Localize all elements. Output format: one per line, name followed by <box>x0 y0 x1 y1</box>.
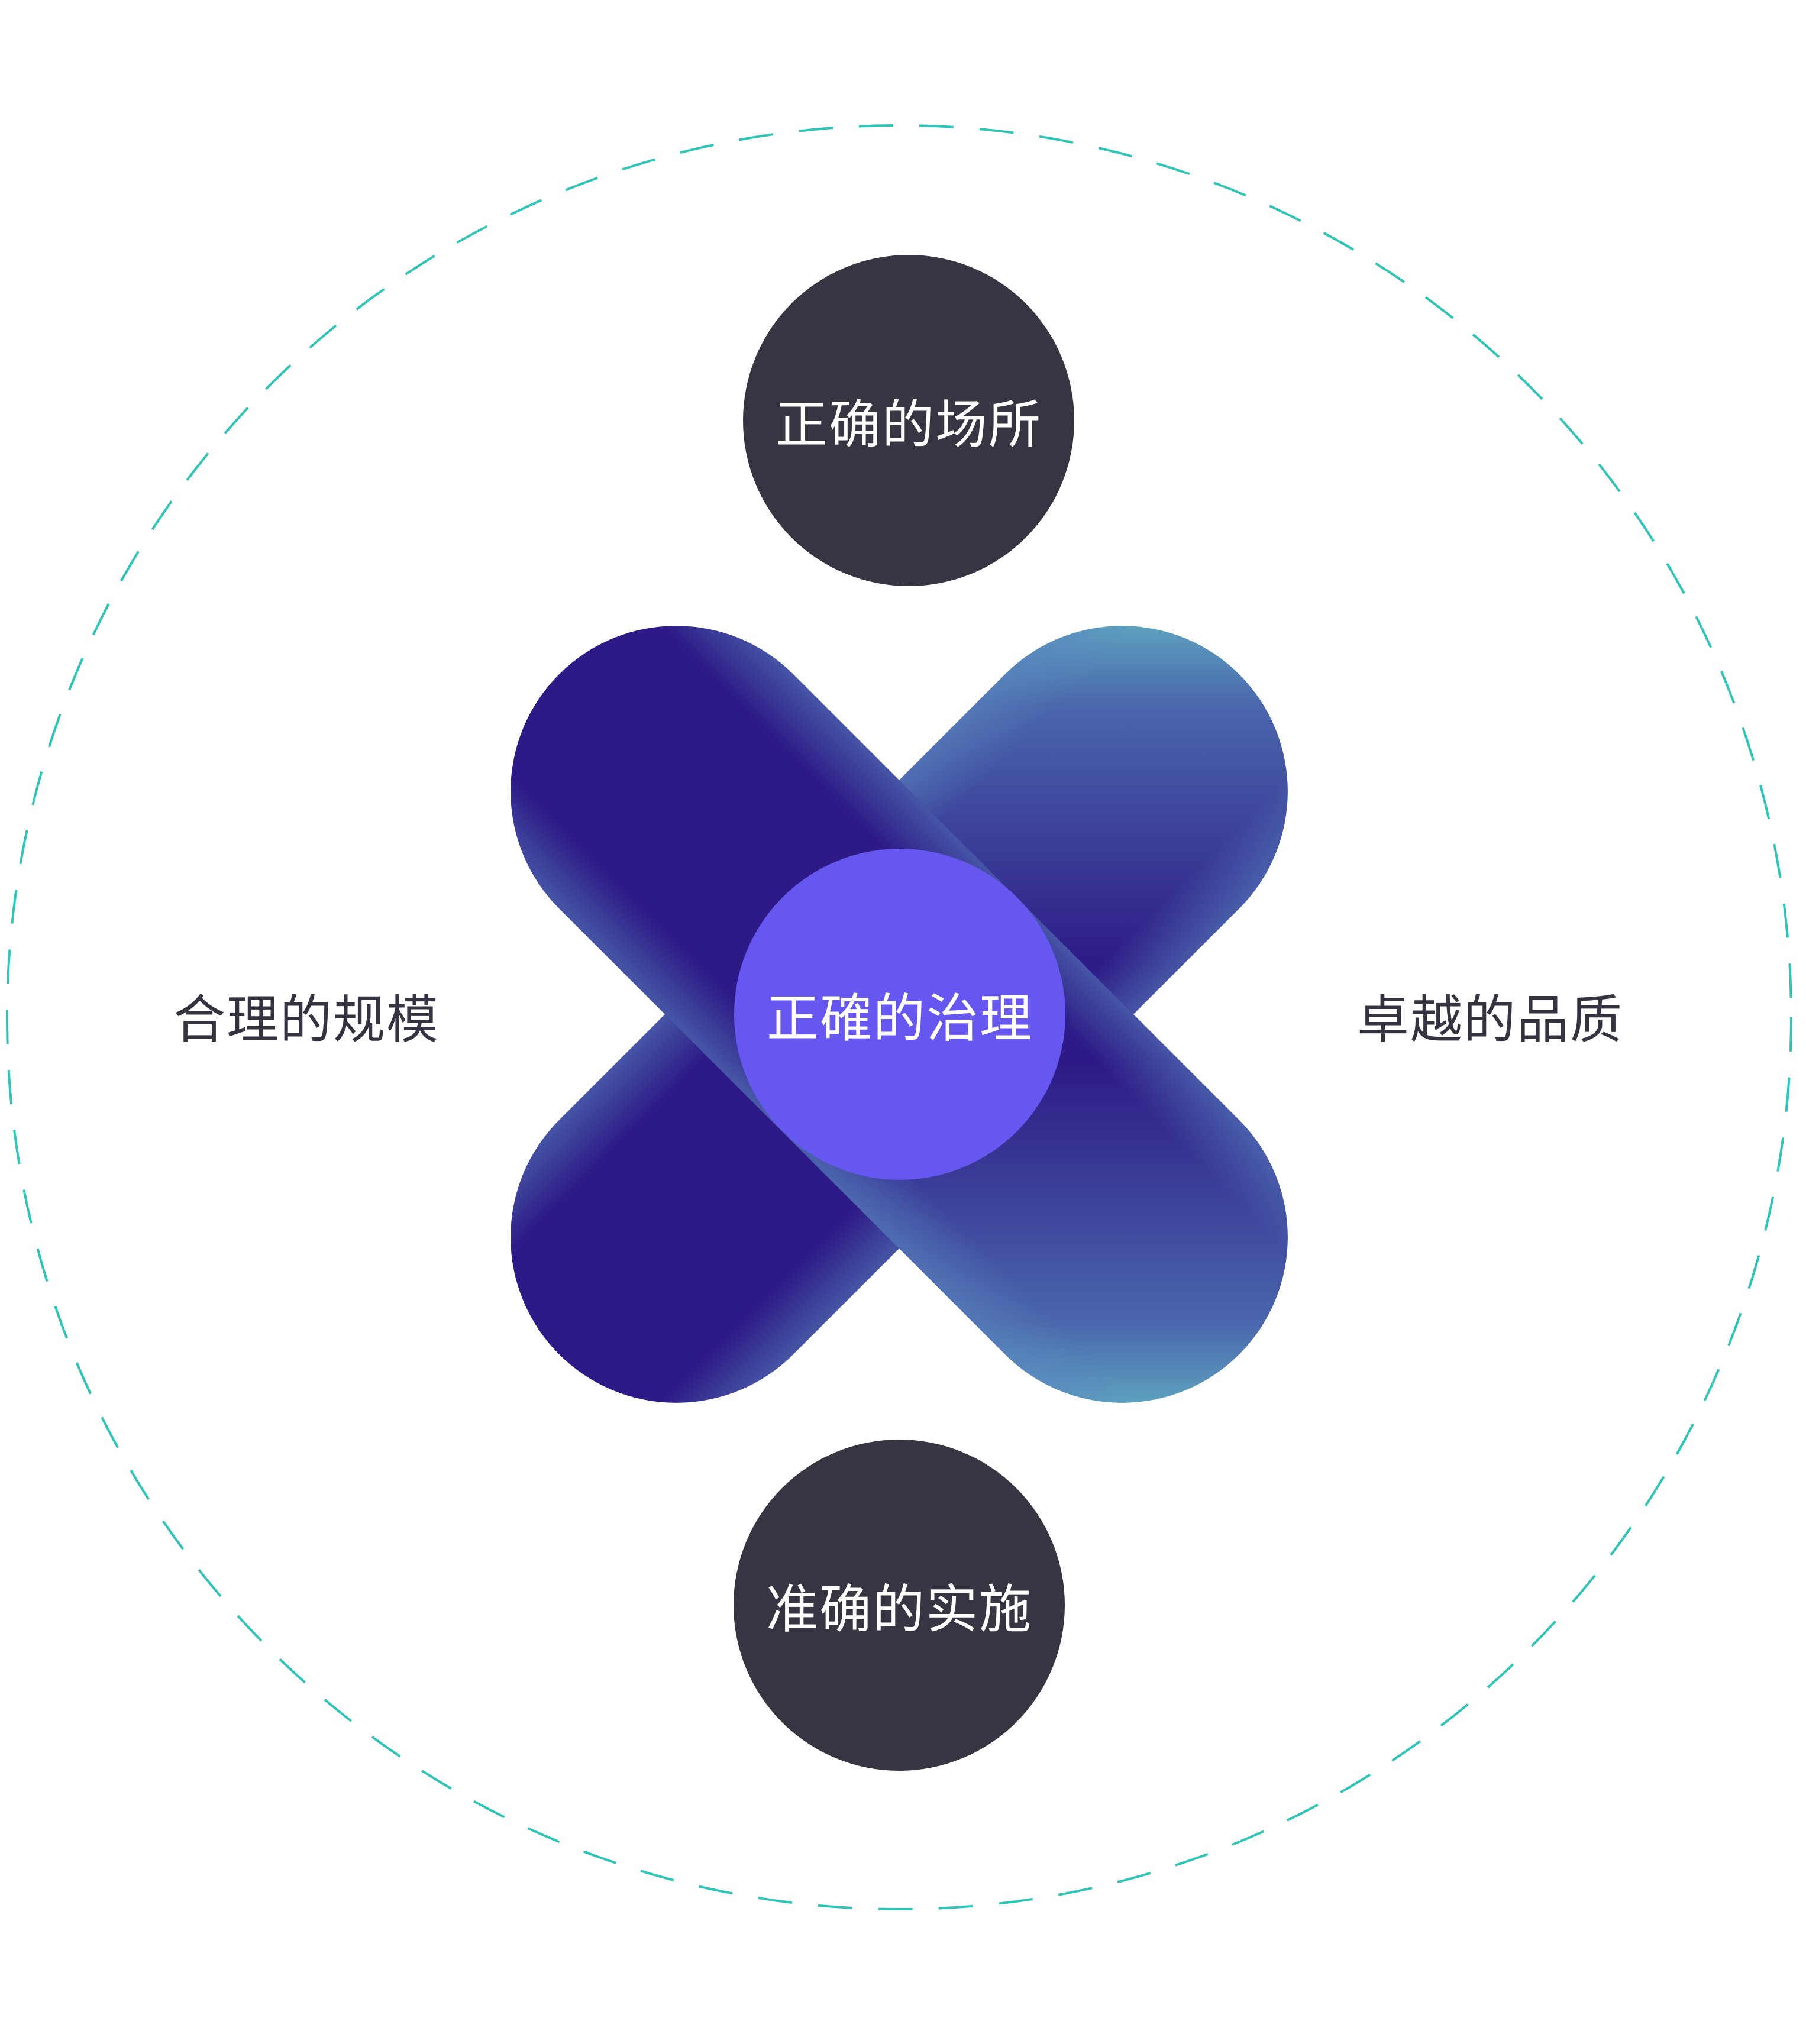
center-node-label: 正確的治理 <box>766 988 1033 1049</box>
center-node-circle <box>734 849 1065 1180</box>
bottom-node-circle <box>734 1440 1065 1771</box>
left-label: 合理的规模 <box>173 989 440 1050</box>
bottom-node-label: 准确的实施 <box>765 1579 1033 1640</box>
top-node-circle <box>743 255 1074 586</box>
top-node-label: 正确的场所 <box>775 394 1042 455</box>
right-label: 卓越的品质 <box>1356 989 1624 1050</box>
outer-dashed-ring <box>6 124 1792 1910</box>
